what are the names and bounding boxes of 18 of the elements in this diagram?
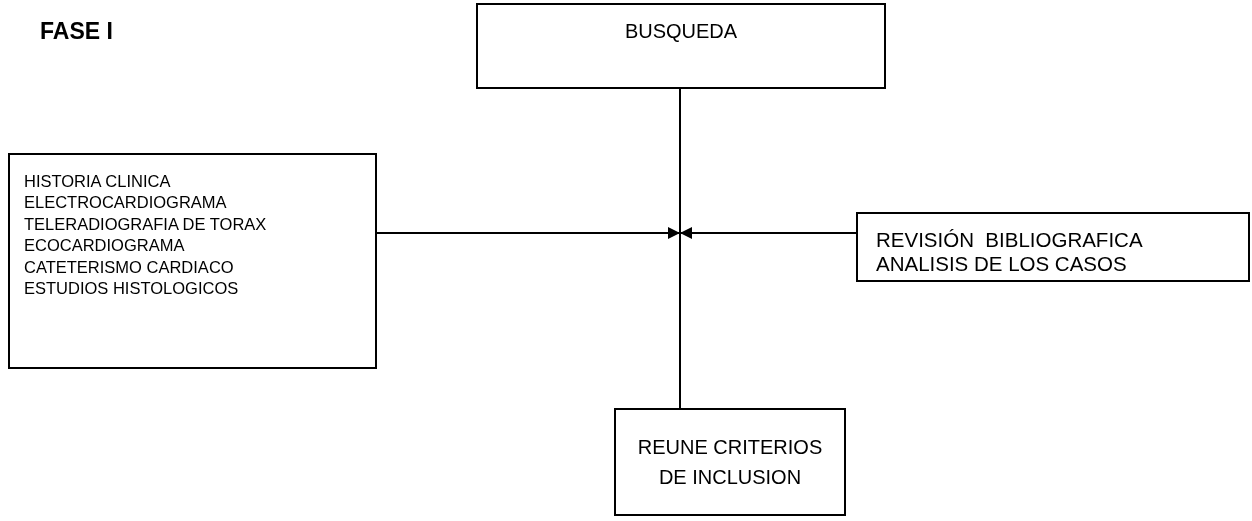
box-text: CATETERISMO CARDIACO [24, 256, 234, 278]
process-box [856, 212, 1250, 282]
connector-line [679, 88, 681, 409]
box-text: HISTORIA CLINICA [24, 171, 171, 192]
process-box [8, 153, 377, 369]
box-text: ESTUDIOS HISTOLOGICOS [24, 278, 239, 300]
process-box [614, 408, 846, 516]
box-text: ANALISIS DE LOS CASOS [876, 251, 1127, 276]
box-text: BUSQUEDA [624, 19, 738, 43]
box-text: REVISIÓN BIBLIOGRAFICA [876, 228, 1143, 252]
arrow [376, 227, 681, 239]
box-text: TELERADIOGRAFIA DE TORAX [24, 213, 267, 235]
box-text: ECOCARDIOGRAMA [24, 235, 185, 257]
box-text: ELECTROCARDIOGRAMA [24, 192, 227, 214]
arrow [679, 227, 857, 239]
box-text: REUNE CRITERIOS DE INCLUSION [636, 435, 824, 490]
process-box [476, 3, 886, 89]
phase-heading: FASE I [40, 18, 113, 45]
